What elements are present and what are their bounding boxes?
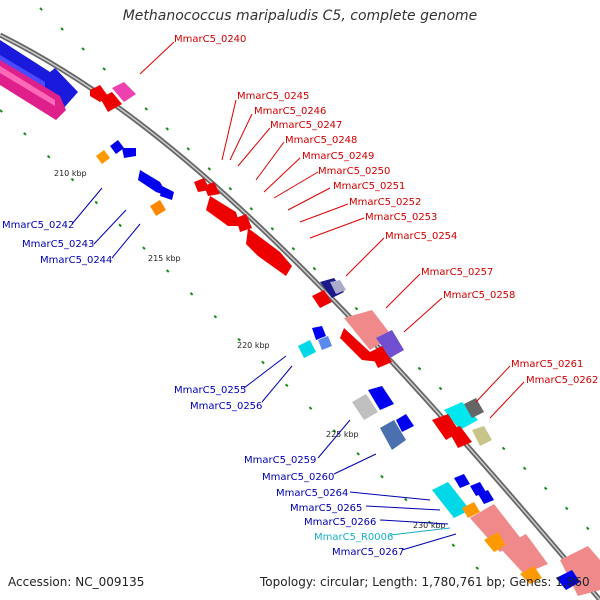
- gene-label: MmarC5_0264: [276, 488, 348, 499]
- gene-label: MmarC5_0244: [40, 255, 112, 266]
- gene-label: MmarC5_0249: [302, 151, 374, 162]
- reverse-leader-lines: [71, 187, 457, 551]
- gene-label: MmarC5_0266: [304, 517, 376, 528]
- gene-label: MmarC5_0255: [174, 385, 246, 396]
- kbp-label: 215 kbp: [148, 254, 181, 263]
- kbp-label: 230 kbp: [413, 521, 446, 530]
- map-title: Methanococcus maripaludis C5, complete g…: [122, 8, 478, 24]
- tick-track-inner: [0, 109, 501, 591]
- gene-label: MmarC5_0252: [349, 197, 421, 208]
- gene-label: MmarC5_0248: [285, 135, 357, 146]
- gene-label: MmarC5_0245: [237, 91, 309, 102]
- gene-label: MmarC5_0267: [332, 547, 404, 558]
- gene-label: MmarC5_0260: [262, 472, 334, 483]
- gene-label: MmarC5_0251: [333, 181, 405, 192]
- gene-label: MmarC5_0242: [2, 220, 74, 231]
- gene-label: MmarC5_0246: [254, 106, 326, 117]
- gene-label: MmarC5_0258: [443, 290, 515, 301]
- gene-label: MmarC5_0261: [511, 359, 583, 370]
- gene-label: MmarC5_0254: [385, 231, 457, 242]
- gene-features: [90, 82, 600, 596]
- gene-label: MmarC5_0259: [244, 455, 316, 466]
- gene-label: MmarC5_0257: [421, 267, 493, 278]
- genome-backbone: [0, 32, 600, 600]
- gene-label-rna: MmarC5_R0006: [314, 532, 393, 543]
- accession-text: Accession: NC_009135: [8, 575, 145, 589]
- kbp-label: 210 kbp: [54, 169, 87, 178]
- gene-label: MmarC5_0247: [270, 120, 342, 131]
- gene-label: MmarC5_0250: [318, 166, 390, 177]
- gene-label: MmarC5_0265: [290, 503, 362, 514]
- gene-label: MmarC5_0240: [174, 34, 246, 45]
- gene-label: MmarC5_0262: [526, 375, 598, 386]
- gene-label: MmarC5_0256: [190, 401, 262, 412]
- reverse-genes-top: [0, 40, 78, 120]
- kbp-label: 220 kbp: [237, 341, 270, 350]
- kbp-label: 225 kbp: [326, 430, 359, 439]
- topology-text: Topology: circular; Length: 1,780,761 bp…: [260, 575, 590, 589]
- forward-labels: MmarC5_0240 MmarC5_0245 MmarC5_0246 Mmar…: [174, 34, 598, 386]
- reverse-labels: MmarC5_0242 MmarC5_0243 MmarC5_0244 Mmar…: [2, 220, 404, 558]
- gene-label: MmarC5_0243: [22, 239, 94, 250]
- rna-leader-line: [389, 527, 451, 536]
- kbp-markers: 210 kbp 215 kbp 220 kbp 225 kbp 230 kbp: [54, 169, 446, 530]
- gene-label: MmarC5_0253: [365, 212, 437, 223]
- forward-leader-lines: [139, 41, 525, 419]
